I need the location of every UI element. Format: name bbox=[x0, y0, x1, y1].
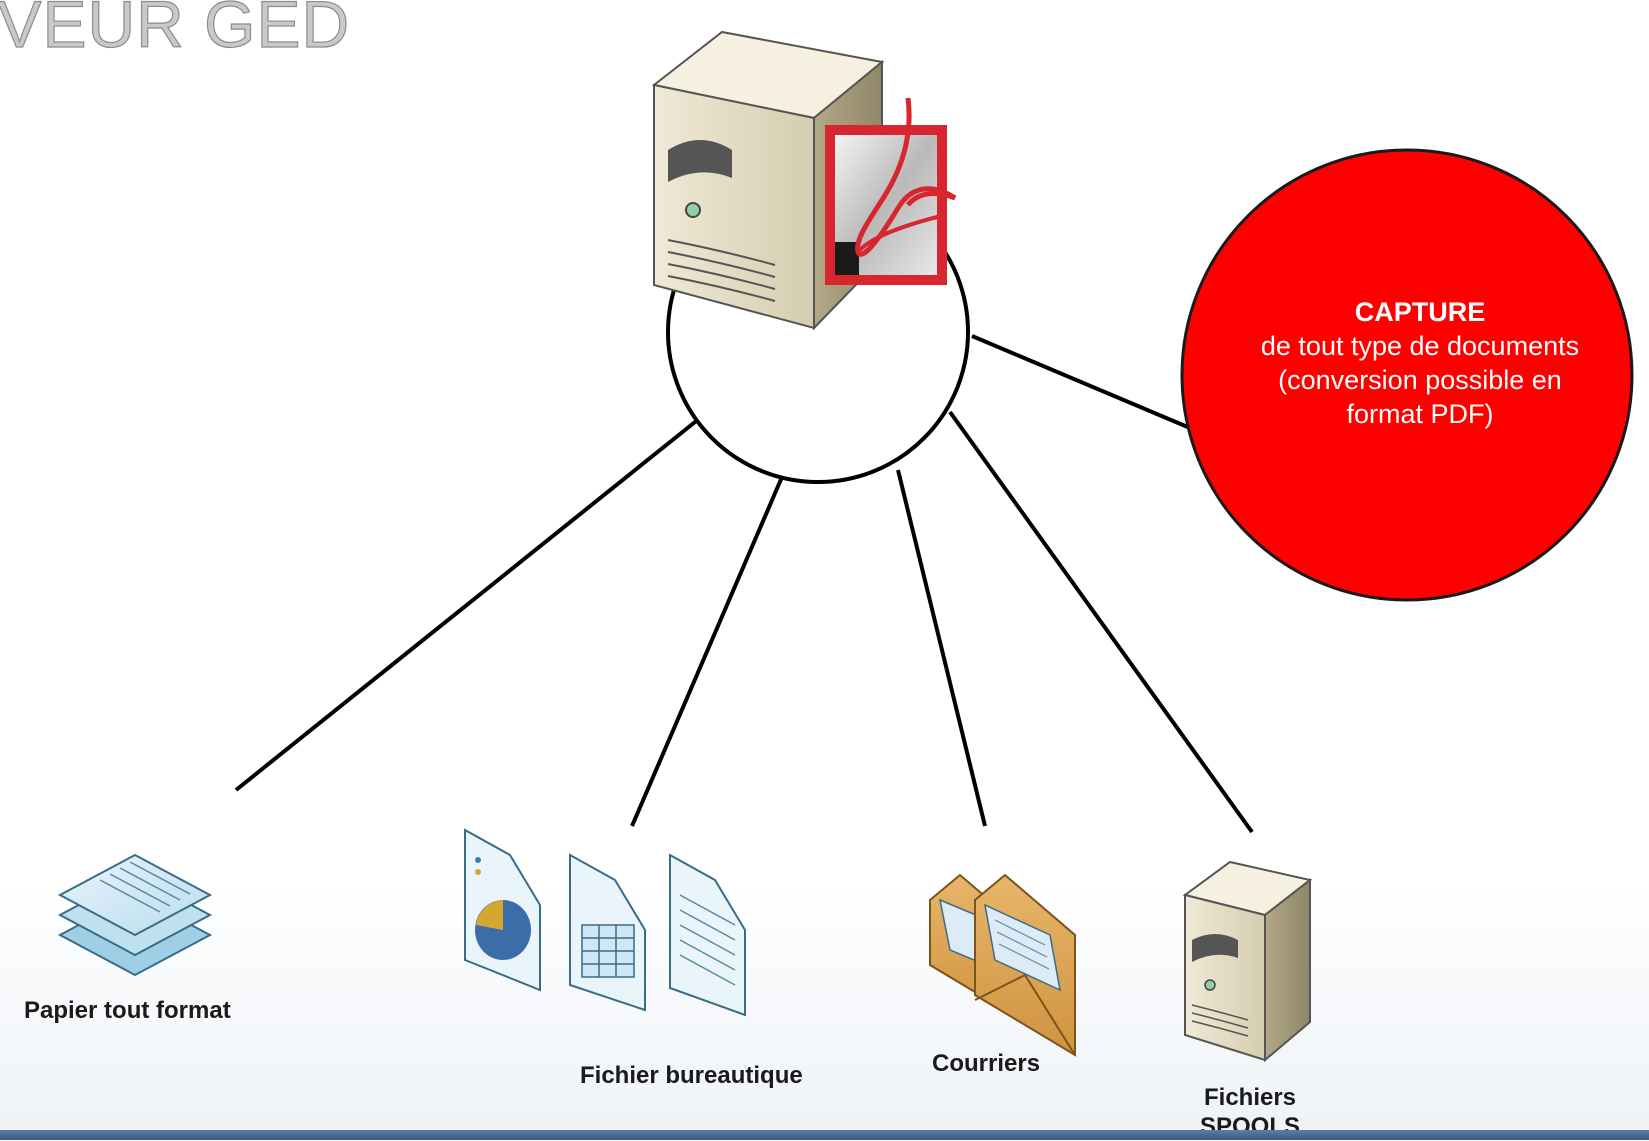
envelope-icon bbox=[929, 873, 1076, 1057]
paper-stack-icon bbox=[57, 853, 213, 977]
text-document-icon bbox=[669, 853, 746, 1017]
line-to-mail bbox=[896, 469, 987, 827]
mail-label: Courriers bbox=[932, 1050, 1041, 1077]
background-gradient bbox=[0, 880, 1649, 1140]
line-to-capture bbox=[971, 334, 1191, 430]
office-label: Fichier bureautique bbox=[580, 1062, 803, 1089]
table-document-icon bbox=[569, 853, 646, 1012]
footer-bar bbox=[0, 1130, 1649, 1140]
capture-line-3: format PDF) bbox=[1346, 399, 1494, 429]
office-documents-icon bbox=[464, 828, 746, 1017]
line-to-spools bbox=[948, 410, 1254, 834]
line-to-office bbox=[630, 469, 787, 827]
line-to-paper bbox=[234, 416, 702, 792]
capture-line-2: (conversion possible en bbox=[1278, 365, 1562, 395]
pie-document-icon bbox=[464, 828, 541, 992]
spool-server-icon bbox=[1182, 860, 1313, 1063]
capture-heading: CAPTURE bbox=[1354, 297, 1486, 327]
capture-line-1: de tout type de documents bbox=[1260, 331, 1580, 361]
paper-label: Papier tout format bbox=[24, 997, 231, 1024]
page-title: RVEUR GED bbox=[0, 0, 351, 62]
adobe-pdf-icon bbox=[825, 97, 957, 285]
spools-label-line-1: Fichiers bbox=[1203, 1084, 1297, 1111]
capture-circle bbox=[1180, 148, 1634, 602]
capture-text: CAPTURE de tout type de documents (conve… bbox=[1200, 295, 1640, 431]
connector-lines bbox=[234, 334, 1254, 834]
